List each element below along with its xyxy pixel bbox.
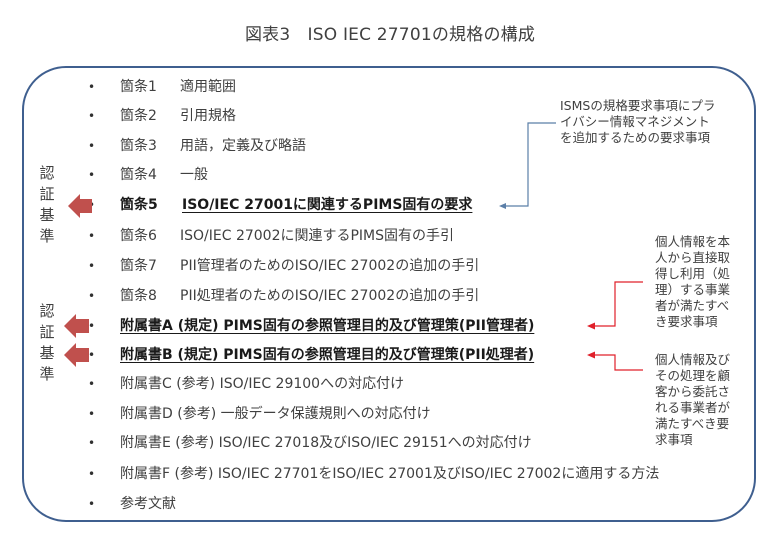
bullet: • xyxy=(88,407,96,421)
list-item-annex-d: •附属書D (参考) 一般データ保護規則への対応付け xyxy=(88,403,431,425)
bullet: • xyxy=(88,168,96,182)
list-item-annex-f: •附属書F (参考) ISO/IEC 27701をISO/IEC 27001及び… xyxy=(88,463,659,485)
bullet: • xyxy=(88,289,96,303)
certification-criteria-label-2: 認 証 基 準 xyxy=(39,302,55,383)
bullet: • xyxy=(88,229,96,243)
note-pii-processor: 個人情報及び その処理を顧 客から委託さ れる事業者が 満たすべき要 求事項 xyxy=(655,352,731,447)
bullet: • xyxy=(88,319,96,333)
figure-title: 図表3 ISO IEC 27701の規格の構成 xyxy=(244,25,536,45)
structure-frame xyxy=(22,66,756,522)
list-item-annex-e: •附属書E (参考) ISO/IEC 27018及びISO/IEC 29151へ… xyxy=(88,432,532,454)
note-pii-controller: 個人情報を本 人から直接取 得し利用（処 理）する事業 者が満たすべ き要求事項 xyxy=(655,234,731,329)
bullet: • xyxy=(88,198,96,212)
certification-criteria-label-1: 認 証 基 準 xyxy=(39,164,55,245)
bullet: • xyxy=(88,497,96,511)
list-item-annex-a: •附属書A (規定) PIMS固有の参照管理目的及び管理策(PII管理者) xyxy=(88,315,534,337)
list-item-annex-b: •附属書B (規定) PIMS固有の参照管理目的及び管理策(PII処理者) xyxy=(88,344,534,366)
bullet: • xyxy=(88,377,96,391)
bullet: • xyxy=(88,80,96,94)
bullet: • xyxy=(88,139,96,153)
bullet: • xyxy=(88,259,96,273)
bullet: • xyxy=(88,467,96,481)
bullet: • xyxy=(88,109,96,123)
bullet: • xyxy=(88,348,96,362)
list-item-annex-c: •附属書C (参考) ISO/IEC 29100への対応付け xyxy=(88,373,404,395)
list-item-bibliography: •参考文献 xyxy=(88,493,176,515)
note-isms-requirements: ISMSの規格要求事項にプラ イバシー情報マネジメント を追加するための要求事項 xyxy=(560,98,716,145)
bullet: • xyxy=(88,436,96,450)
